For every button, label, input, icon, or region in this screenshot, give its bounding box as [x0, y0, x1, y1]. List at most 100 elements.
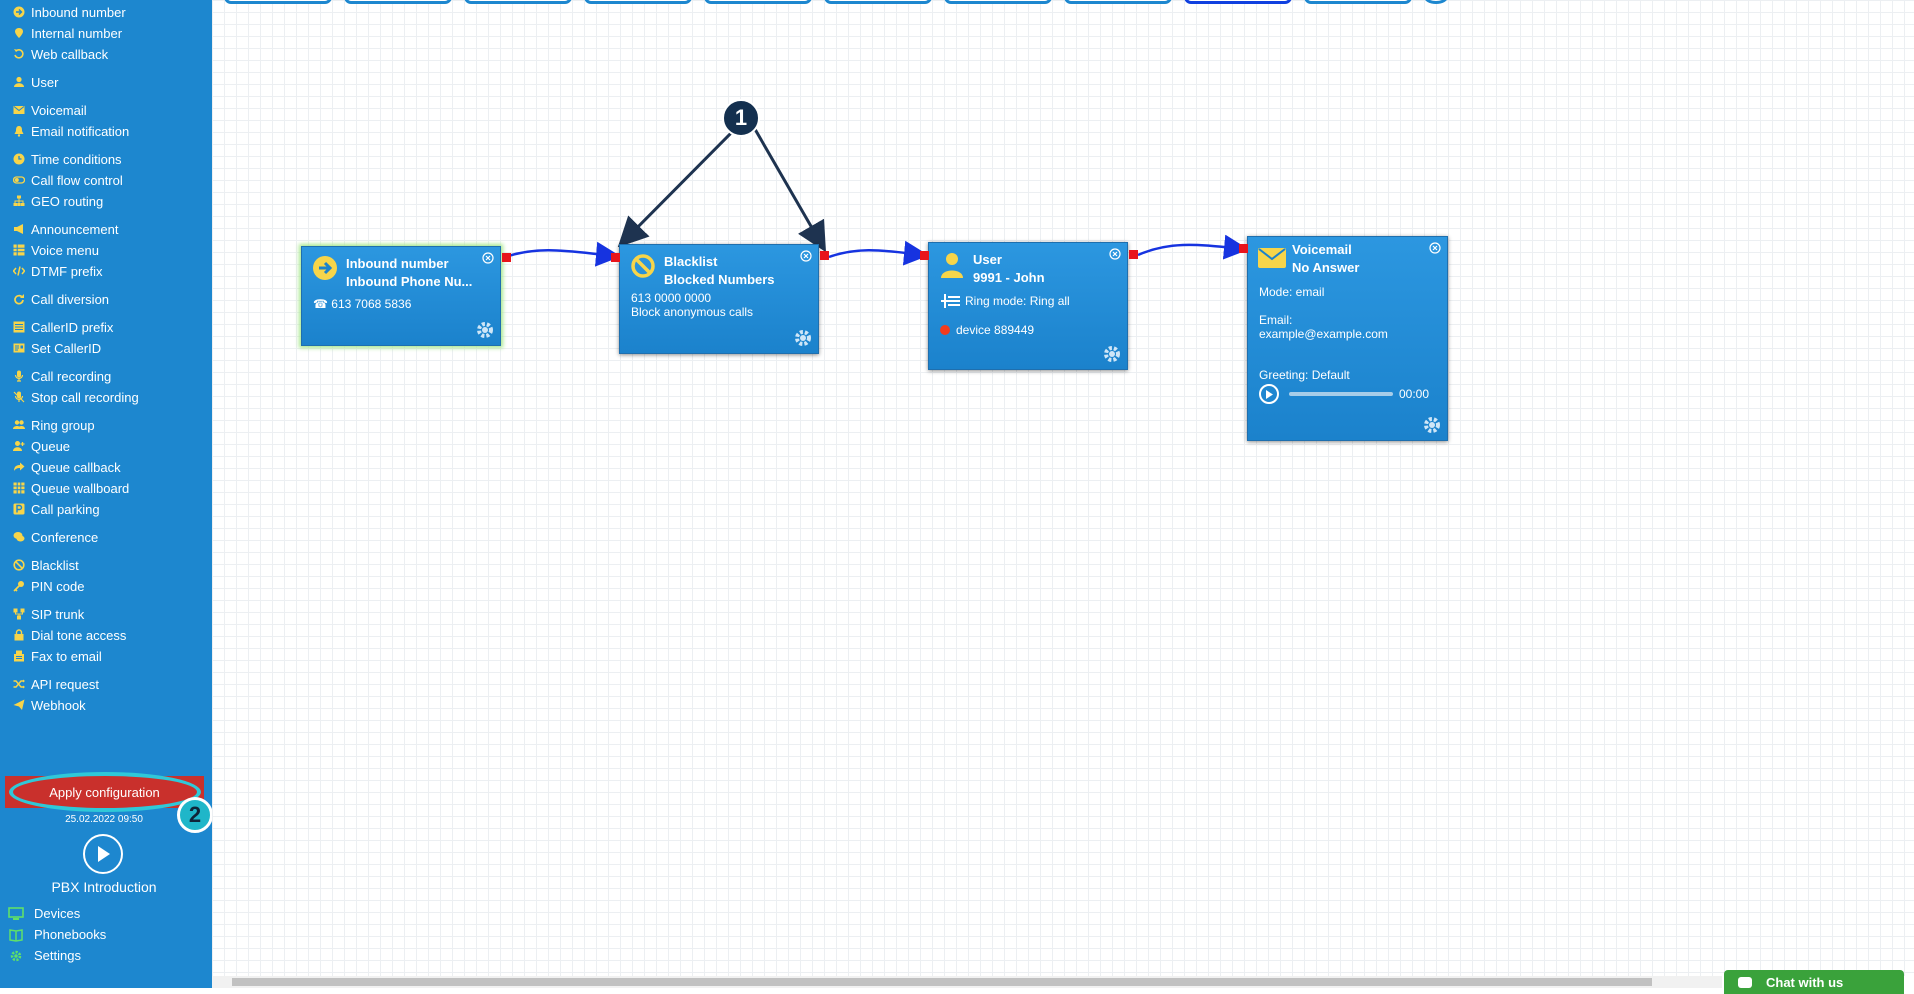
sidebar-item-email-notification[interactable]: Email notification [0, 121, 212, 141]
chat-widget-button[interactable]: Chat with us [1724, 970, 1904, 994]
sidebar-item-internal-number[interactable]: Internal number [0, 23, 212, 43]
gear-icon[interactable] [793, 328, 813, 348]
gear-icon[interactable] [475, 320, 495, 340]
output-port[interactable] [502, 253, 511, 262]
map-pin-icon [12, 27, 25, 40]
user-icon [941, 253, 963, 278]
sidebar-item-api-request[interactable]: API request [0, 674, 212, 694]
close-icon[interactable] [1429, 242, 1441, 254]
greeting-progress-bar[interactable] [1289, 392, 1393, 396]
sidebar-item-blacklist[interactable]: Blacklist [0, 555, 212, 575]
blocked-number: 613 0000 0000 [631, 291, 712, 305]
sidebar-item-label: SIP trunk [31, 606, 85, 622]
sidebar-item-fax-to-email[interactable]: Fax to email [0, 646, 212, 666]
sidebar-item-call-recording[interactable]: Call recording [0, 366, 212, 386]
sidebar-item-label: PIN code [31, 578, 85, 594]
sidebar-item-webhook[interactable]: Webhook [0, 695, 212, 715]
input-port[interactable] [611, 253, 620, 262]
envelope-icon [1258, 248, 1286, 268]
sidebar-item-pin-code[interactable]: PIN code [0, 576, 212, 596]
sidebar-item-call-parking[interactable]: Call parking [0, 499, 212, 519]
output-port[interactable] [1129, 250, 1138, 259]
play-intro-button[interactable] [83, 834, 123, 874]
sidebar-item-queue[interactable]: Queue [0, 436, 212, 456]
apply-configuration-button[interactable]: Apply configuration [5, 776, 204, 808]
grid-icon [12, 244, 25, 257]
phone-icon: ☎ [313, 297, 332, 311]
user-icon [12, 76, 25, 89]
pbx-introduction-link[interactable]: PBX Introduction [51, 879, 157, 895]
parking-icon [12, 503, 25, 516]
connector-user-voicemail [1137, 234, 1249, 260]
sidebar-item-label: Blacklist [31, 557, 79, 573]
output-port[interactable] [820, 251, 829, 260]
input-port[interactable] [920, 251, 929, 260]
horizontal-scrollbar[interactable] [212, 976, 1722, 988]
sidebar-item-time-conditions[interactable]: Time conditions [0, 149, 212, 169]
sidebar-item-sip-trunk[interactable]: SIP trunk [0, 604, 212, 624]
sidebar-item-ring-group[interactable]: Ring group [0, 415, 212, 435]
table-icon [12, 482, 25, 495]
gear-icon[interactable] [1422, 415, 1442, 435]
sidebar-item-label: Queue [31, 438, 71, 454]
fax-icon [12, 650, 25, 663]
sidebar-item-geo-routing[interactable]: GEO routing [0, 191, 212, 211]
sidebar-item-voicemail[interactable]: Voicemail [0, 100, 212, 120]
sidebar-item-queue-callback[interactable]: Queue callback [0, 457, 212, 477]
chat-label: Chat with us [1766, 974, 1844, 990]
sidebar-item-label: Time conditions [31, 151, 122, 167]
sidebar-item-stop-call-recording[interactable]: Stop call recording [0, 387, 212, 407]
sidebar-item-voice-menu[interactable]: Voice menu [0, 240, 212, 260]
sidebar-item-dial-tone-access[interactable]: Dial tone access [0, 625, 212, 645]
sidebar-item-phonebooks[interactable]: Phonebooks [8, 927, 106, 942]
node-type: User [973, 252, 1002, 267]
scrollbar-thumb[interactable] [232, 978, 1652, 986]
close-icon[interactable] [1109, 248, 1121, 260]
sidebar-item-set-callerid[interactable]: Set CallerID [0, 338, 212, 358]
sidebar-item-label: Fax to email [31, 648, 102, 664]
play-icon [1266, 389, 1273, 399]
node-type: Blacklist [664, 254, 718, 269]
list-icon [12, 321, 25, 334]
toggle-icon [12, 174, 25, 187]
sidebar-item-label: Web callback [31, 46, 109, 62]
node-type: Voicemail [1292, 242, 1352, 257]
sidebar-item-queue-wallboard[interactable]: Queue wallboard [0, 478, 212, 498]
sidebar-item-label: Webhook [31, 697, 86, 713]
sidebar-item-call-diversion[interactable]: Call diversion [0, 289, 212, 309]
sidebar-item-label: Settings [34, 948, 81, 963]
sidebar-item-user[interactable]: User [0, 72, 212, 92]
sidebar-item-call-flow-control[interactable]: Call flow control [0, 170, 212, 190]
sidebar-item-inbound-number[interactable]: Inbound number [0, 2, 212, 22]
megaphone-icon [12, 223, 25, 236]
greeting-play-button[interactable] [1259, 384, 1279, 404]
phone-number-line: ☎ 613 7068 5836 [313, 297, 411, 311]
microphone-slash-icon [12, 391, 25, 404]
sidebar-item-settings[interactable]: Settings [8, 948, 81, 963]
sidebar-item-devices[interactable]: Devices [8, 906, 80, 921]
input-port[interactable] [1239, 244, 1248, 253]
gear-icon[interactable] [1102, 344, 1122, 364]
sidebar-item-label: Voicemail [31, 102, 87, 118]
close-icon[interactable] [482, 252, 494, 264]
sidebar-item-callerid-prefix[interactable]: CallerID prefix [0, 317, 212, 337]
block-note: Block anonymous calls [631, 305, 754, 319]
sidebar-item-conference[interactable]: Conference [0, 527, 212, 547]
network-icon [12, 608, 25, 621]
sidebar-item-dtmf-prefix[interactable]: DTMF prefix [0, 261, 212, 281]
sidebar-item-label: Queue callback [31, 459, 121, 475]
arrow-circle-icon [313, 256, 337, 280]
close-icon[interactable] [800, 250, 812, 262]
sidebar-item-announcement[interactable]: Announcement [0, 219, 212, 239]
annotation-arrow-right [750, 123, 826, 253]
sidebar-item-label: User [31, 74, 59, 90]
sidebar-item-web-callback[interactable]: Web callback [0, 44, 212, 64]
